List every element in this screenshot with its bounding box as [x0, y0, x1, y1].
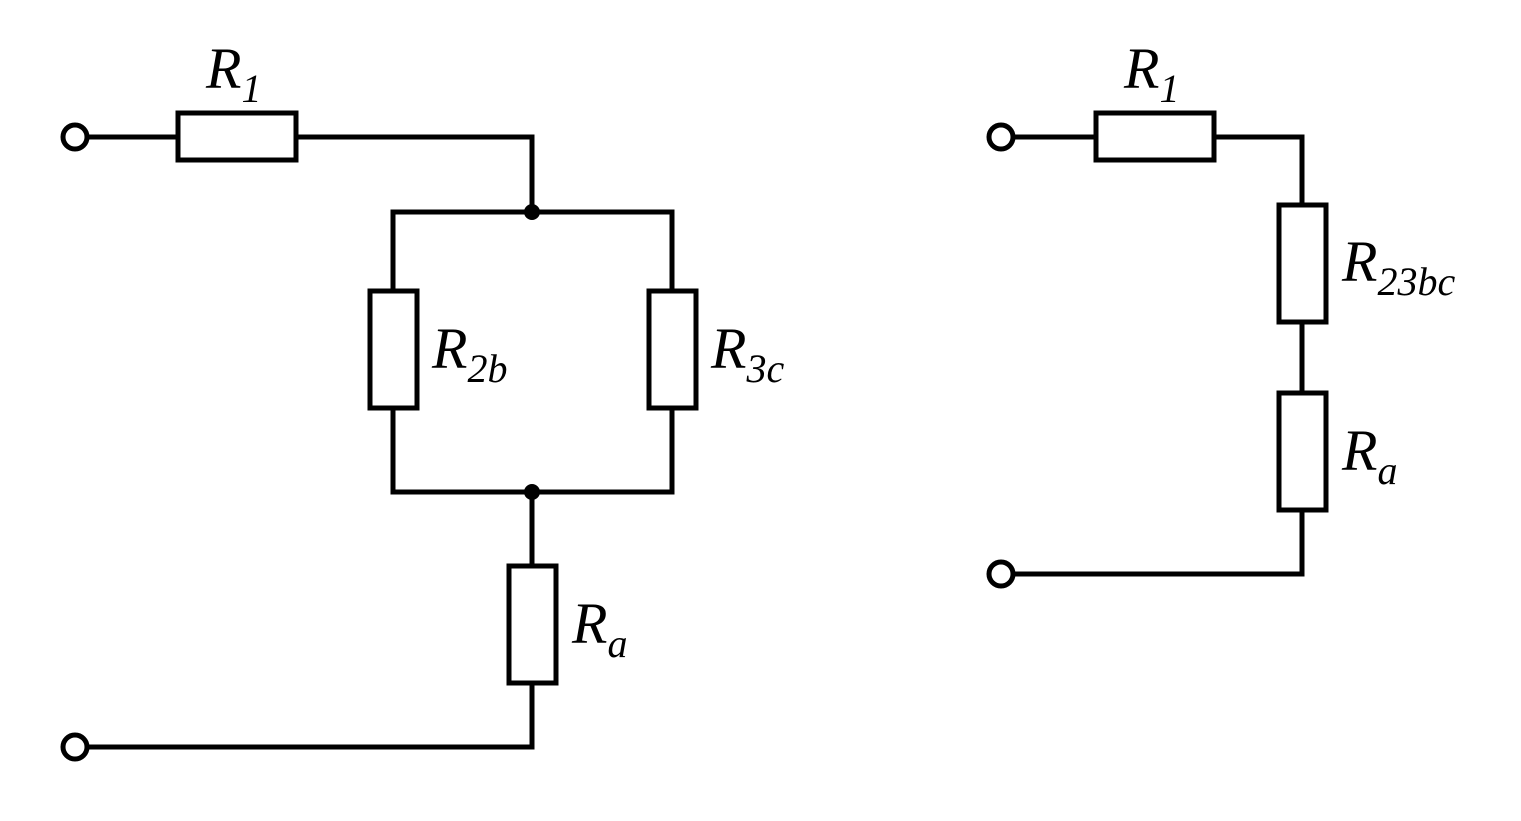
- terminal-right-top: [986, 122, 1016, 152]
- label-r1-left: R1: [206, 36, 262, 111]
- wire-left-r1-to-node: [293, 134, 535, 215]
- resistor-r1-right: [1093, 110, 1217, 163]
- label-r1-right: R1: [1124, 36, 1180, 111]
- label-r2b: R2b: [432, 316, 508, 391]
- terminal-left-bottom: [60, 732, 90, 762]
- resistor-r3c: [646, 288, 699, 411]
- junction-node-top: [524, 204, 540, 220]
- resistor-ra-left: [506, 563, 559, 686]
- label-ra-left: Ra: [572, 591, 628, 666]
- terminal-left-top: [60, 122, 90, 152]
- wire-right-r1-to-r23bc: [1211, 134, 1305, 208]
- resistor-r1-left: [175, 110, 299, 163]
- resistor-r23bc: [1276, 202, 1329, 325]
- resistor-ra-right: [1276, 390, 1329, 513]
- junction-node-bottom: [524, 484, 540, 500]
- label-r3c: R3c: [711, 316, 785, 391]
- wire-right-bottom-return: [1011, 507, 1305, 577]
- wire-left-bottom-return: [85, 680, 535, 750]
- label-ra-right: Ra: [1342, 418, 1398, 493]
- terminal-right-bottom: [986, 559, 1016, 589]
- resistor-r2b: [367, 288, 420, 411]
- label-r23bc: R23bc: [1342, 229, 1456, 304]
